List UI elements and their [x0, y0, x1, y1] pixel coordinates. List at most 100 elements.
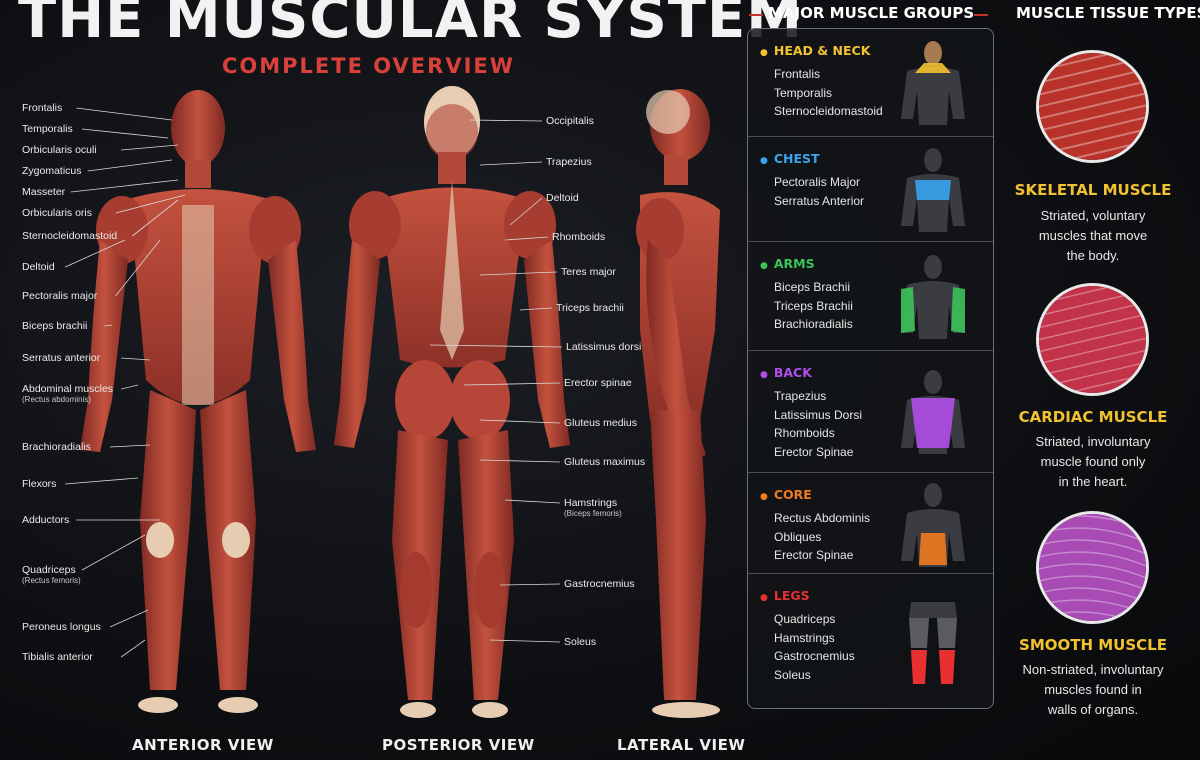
posterior-leader-line: [429, 344, 563, 348]
page-subtitle: COMPLETE OVERVIEW: [222, 54, 515, 78]
muscle-group-item: Trapezius: [774, 389, 827, 403]
posterior-label-subtext: (Biceps femoris): [564, 509, 622, 518]
tissue-header: MUSCLE TISSUE TYPES: [1016, 4, 1200, 22]
posterior-label: Triceps brachii: [556, 302, 624, 314]
anterior-label: Zygomaticus: [22, 165, 82, 177]
posterior-label-text: Hamstrings: [564, 497, 618, 509]
posterior-label-text: Teres major: [561, 266, 616, 278]
posterior-label: Latissimus dorsi: [566, 341, 641, 353]
tissue-texture: [1039, 53, 1146, 160]
tissue-name: SMOOTH MUSCLE: [1019, 636, 1167, 654]
tissue-name: SKELETAL MUSCLE: [1014, 181, 1172, 199]
posterior-label: Hamstrings(Biceps femoris): [564, 497, 622, 518]
anterior-label: Peroneus longus: [22, 621, 101, 633]
tissue-description-line: walls of organs.: [1047, 702, 1139, 717]
muscle-group-item: Serratus Anterior: [774, 193, 865, 208]
posterior-leader-line: [469, 119, 543, 122]
anterior-leader-line: [81, 534, 146, 571]
posterior-leader-lines: [429, 119, 563, 643]
posterior-leader-line: [499, 583, 561, 586]
posterior-leader-line: [504, 236, 549, 241]
anterior-label-text: Pectoralis major: [22, 290, 98, 302]
bullet-icon: ●: [760, 593, 768, 603]
core-torso-icon: [901, 483, 965, 567]
page-title: THE MUSCULAR SYSTEM: [18, 0, 803, 51]
anterior-label: Adductors: [22, 514, 69, 526]
posterior-label: Trapezius: [546, 156, 592, 168]
tissue-description-line: Striated, involuntary: [1035, 434, 1151, 449]
anterior-label: Temporalis: [22, 123, 73, 135]
anterior-label-text: Deltoid: [22, 261, 55, 273]
anterior-leader-line: [104, 324, 113, 327]
muscle-group-title: ●LEGS: [760, 588, 810, 603]
anterior-label-text: Frontalis: [22, 102, 63, 114]
anterior-label: Brachioradialis: [22, 441, 91, 453]
posterior-label-text: Latissimus dorsi: [566, 341, 642, 353]
muscle-group-item: Latissimus Dorsi: [774, 407, 863, 422]
anterior-leader-line: [109, 444, 151, 448]
anterior-label-text: Masseter: [22, 186, 66, 198]
posterior-leader-line: [489, 639, 561, 643]
anterior-label-text: Serratus anterior: [22, 352, 101, 364]
groups-header-rule-right: [974, 14, 988, 16]
posterior-label-text: Gluteus maximus: [564, 456, 646, 468]
anterior-label: Orbicularis oris: [22, 207, 92, 219]
anterior-label: Tibialis anterior: [22, 651, 93, 663]
anterior-label-text: Biceps brachii: [22, 320, 88, 332]
posterior-label-text: Gluteus medius: [564, 417, 637, 429]
muscle-group-title: ●CHEST: [760, 151, 820, 166]
tissue-texture: [1039, 286, 1146, 393]
anterior-label: Abdominal muscles(Rectus abdominis): [22, 383, 113, 404]
posterior-leader-line: [463, 382, 561, 386]
tissue-description-line: muscle found only: [1040, 454, 1146, 469]
anterior-label: Sternocleidomastoid: [22, 230, 117, 242]
posterior-leader-line: [509, 197, 543, 226]
muscle-group-item: Obliques: [774, 529, 822, 544]
posterior-label-text: Deltoid: [546, 192, 579, 204]
tissue-name: CARDIAC MUSCLE: [1018, 408, 1168, 426]
posterior-view-caption: POSTERIOR VIEW: [382, 736, 535, 754]
anterior-label-text: Abdominal muscles: [22, 383, 114, 395]
skeletal-tissue-icon: [1036, 50, 1149, 163]
anterior-leader-line: [81, 128, 169, 139]
anterior-label-subtext: (Rectus abdominis): [22, 395, 91, 404]
posterior-leader-line: [479, 161, 543, 166]
muscle-group-name: BACK: [773, 365, 812, 380]
posterior-label-text: Erector spinae: [564, 377, 632, 389]
anterior-label-text: Sternocleidomastoid: [22, 230, 118, 242]
bullet-icon: ●: [760, 156, 768, 166]
tissue-description-line: muscles that move: [1038, 228, 1148, 243]
anterior-leader-line: [121, 357, 151, 361]
anterior-label: Biceps brachii: [22, 320, 87, 332]
tissue-description-line: Striated, voluntary: [1040, 208, 1146, 223]
muscle-group-item: Soleus: [774, 667, 811, 682]
lateral-view-caption: LATERAL VIEW: [617, 736, 746, 754]
anterior-label-text: Quadriceps: [22, 564, 76, 576]
head-neck-torso-icon: [901, 41, 965, 125]
muscle-group-item: Brachioradialis: [774, 317, 853, 331]
posterior-label: Gastrocnemius: [564, 578, 635, 590]
anterior-label: Pectoralis major: [22, 290, 97, 302]
anterior-label: Frontalis: [22, 102, 62, 114]
anterior-label-text: Temporalis: [22, 123, 73, 135]
muscle-group-item: Pectoralis Major: [774, 175, 861, 189]
groups-header: MAJOR MUSCLE GROUPS: [768, 4, 975, 22]
muscle-group-name: ARMS: [773, 256, 815, 271]
muscle-group-title: ●ARMS: [760, 256, 815, 271]
muscle-group-name: HEAD & NECK: [773, 43, 871, 58]
anterior-leader-line: [109, 609, 149, 628]
muscle-group-item: Triceps Brachii: [774, 298, 853, 313]
lateral-figure: [636, 89, 720, 718]
anterior-leader-line: [132, 199, 179, 237]
posterior-label-text: Occipitalis: [546, 115, 594, 127]
anterior-leader-line: [115, 194, 186, 214]
chest-torso-icon: [901, 147, 965, 232]
